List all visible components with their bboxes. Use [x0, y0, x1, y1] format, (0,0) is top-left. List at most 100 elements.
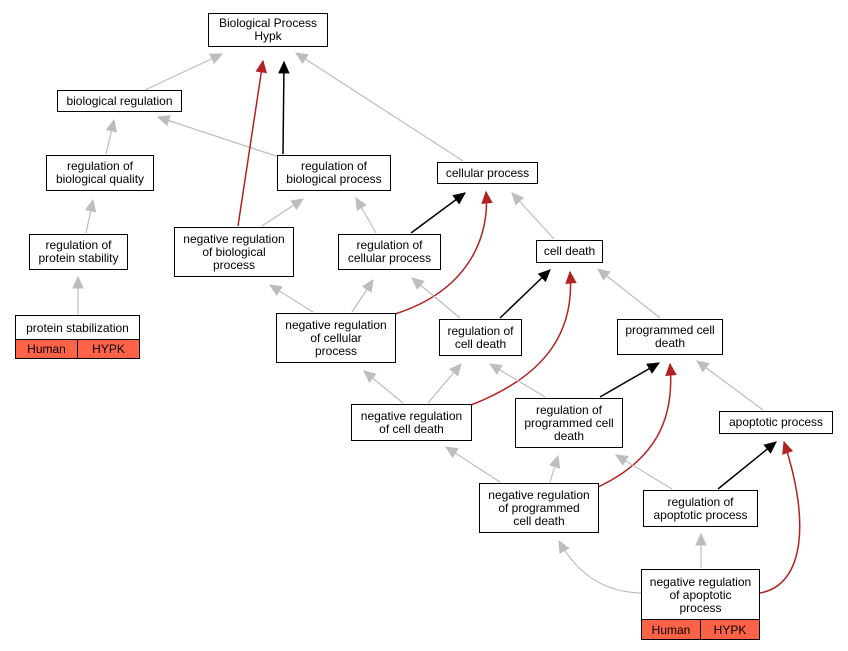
edge-red [394, 191, 488, 315]
annotation-species: Human [27, 342, 66, 356]
node-label-line: negative regulation [649, 574, 752, 589]
node-label-line: cell death [543, 244, 596, 258]
annotation-row-protein-stabilization: Human HYPK [15, 339, 140, 359]
arrowhead-icon [537, 269, 551, 283]
arrowhead-icon [255, 59, 267, 74]
arrowhead-icon [105, 118, 117, 133]
node-protein-stabilization[interactable]: protein stabilization [15, 315, 140, 340]
node-label-line: biological process [286, 172, 382, 186]
arrowhead-icon [481, 190, 493, 204]
arrowhead-icon [782, 440, 794, 455]
node-regulation-of-protein-stability[interactable]: regulation of protein stability [29, 234, 128, 270]
node-label-line: regulation of [356, 238, 423, 252]
edge-red [237, 60, 264, 227]
arrowhead-icon [558, 539, 570, 554]
node-cellular-process[interactable]: cellular process [437, 162, 538, 184]
node-regulation-of-biological-quality[interactable]: regulation of biological quality [46, 155, 154, 191]
edge-gray [295, 52, 464, 162]
node-label-line: programmed cell [524, 415, 614, 430]
edge-gray [157, 116, 277, 157]
arrowhead-icon [696, 360, 710, 373]
node-label-line: negative regulation [360, 408, 463, 423]
annotation-gene: HYPK [77, 340, 139, 358]
node-label-line: negative regulation [183, 231, 285, 246]
edge-gray [558, 540, 642, 594]
arrowhead-icon [452, 192, 466, 205]
arrowhead-icon [511, 192, 525, 206]
arrowhead-icon [665, 362, 677, 376]
node-label-line: cell death [513, 513, 565, 528]
node-negative-regulation-of-programmed-cell-death[interactable]: negative regulation of programmed cell d… [479, 483, 599, 533]
node-label-line: biological regulation [66, 93, 173, 108]
edge-red [470, 271, 572, 406]
node-label-line: apoptotic process [653, 507, 748, 522]
node-label-line: Hypk [254, 29, 282, 43]
node-label-line: regulation of [45, 238, 112, 252]
arrowhead-icon [614, 454, 629, 466]
node-label-line: death [553, 428, 585, 443]
arrowhead-icon [72, 275, 84, 289]
node-negative-regulation-of-apoptotic-process[interactable]: negative regulation of apoptotic process [641, 569, 760, 620]
node-label-line: regulation of [667, 494, 734, 509]
arrowhead-icon [565, 270, 577, 284]
node-regulation-of-cellular-process[interactable]: regulation of cellular process [338, 234, 441, 270]
edge-gray [696, 360, 764, 411]
edge-black [499, 269, 551, 319]
node-label-line: apoptotic process [728, 415, 824, 429]
node-label-line: Biological Process [218, 16, 318, 30]
node-negative-regulation-of-cellular-process[interactable]: negative regulation of cellular process [276, 313, 396, 363]
arrowhead-icon [411, 277, 425, 290]
edge-red [597, 363, 672, 488]
node-regulation-of-biological-process[interactable]: regulation of biological process [277, 155, 391, 191]
arrowhead-icon [290, 198, 305, 211]
annotation-gene: HYPK [700, 620, 759, 639]
node-label-line: cell death [454, 336, 507, 351]
node-apoptotic-process[interactable]: apoptotic process [719, 411, 833, 434]
node-biological-regulation[interactable]: biological regulation [57, 90, 182, 112]
edge-gray [597, 268, 661, 319]
arrowhead-icon [268, 284, 283, 297]
arrowhead-icon [355, 196, 367, 211]
arrowhead-icon [449, 363, 462, 377]
node-label-line: of cell death [379, 421, 444, 436]
node-label-line: death [654, 336, 686, 350]
annotation-species: Human [651, 622, 691, 637]
node-negative-regulation-of-biological-process[interactable]: negative regulation of biological proces… [174, 227, 294, 277]
node-label-line: process [314, 343, 358, 358]
node-label-line: regulation of [300, 159, 368, 173]
node-negative-regulation-of-cell-death[interactable]: negative regulation of cell death [351, 404, 472, 441]
node-label-line: protein stabilization [26, 320, 129, 335]
node-label-line: regulation of [66, 159, 134, 173]
edge-black [717, 441, 777, 490]
arrowhead-icon [278, 60, 290, 74]
node-label-line: regulation of [535, 402, 603, 417]
node-label-line: negative regulation [488, 487, 590, 502]
edge-gray [144, 53, 223, 91]
arrowhead-icon [209, 53, 224, 65]
node-label-line: process [212, 257, 256, 272]
node-label-line: biological quality [55, 172, 145, 186]
node-label-line: of cellular [310, 330, 362, 345]
node-cell-death[interactable]: cell death [536, 240, 603, 263]
node-label-line: of biological [202, 244, 266, 259]
arrowhead-icon [84, 198, 97, 213]
node-label-line: process [679, 600, 722, 615]
node-label-line: of programmed [498, 500, 580, 515]
node-label-line: negative regulation [285, 317, 387, 332]
arrowhead-icon [646, 362, 661, 374]
arrowhead-icon [156, 115, 171, 127]
node-regulation-of-programmed-cell-death[interactable]: regulation of programmed cell death [515, 398, 623, 448]
node-label-line: of apoptotic [669, 587, 732, 602]
arrowhead-icon [695, 532, 707, 546]
node-label-line: cellular process [445, 165, 530, 180]
node-programmed-cell-death[interactable]: programmed cell death [617, 319, 723, 355]
node-regulation-of-apoptotic-process[interactable]: regulation of apoptotic process [643, 490, 758, 527]
arrowhead-icon [549, 454, 561, 469]
node-label-line: programmed cell [625, 323, 715, 337]
edge-red [759, 441, 801, 594]
arrowhead-icon [597, 268, 611, 281]
node-regulation-of-cell-death[interactable]: regulation of cell death [439, 319, 522, 356]
node-biological-process-root[interactable]: Biological Process Hypk [208, 13, 328, 47]
edge-black [282, 61, 285, 155]
